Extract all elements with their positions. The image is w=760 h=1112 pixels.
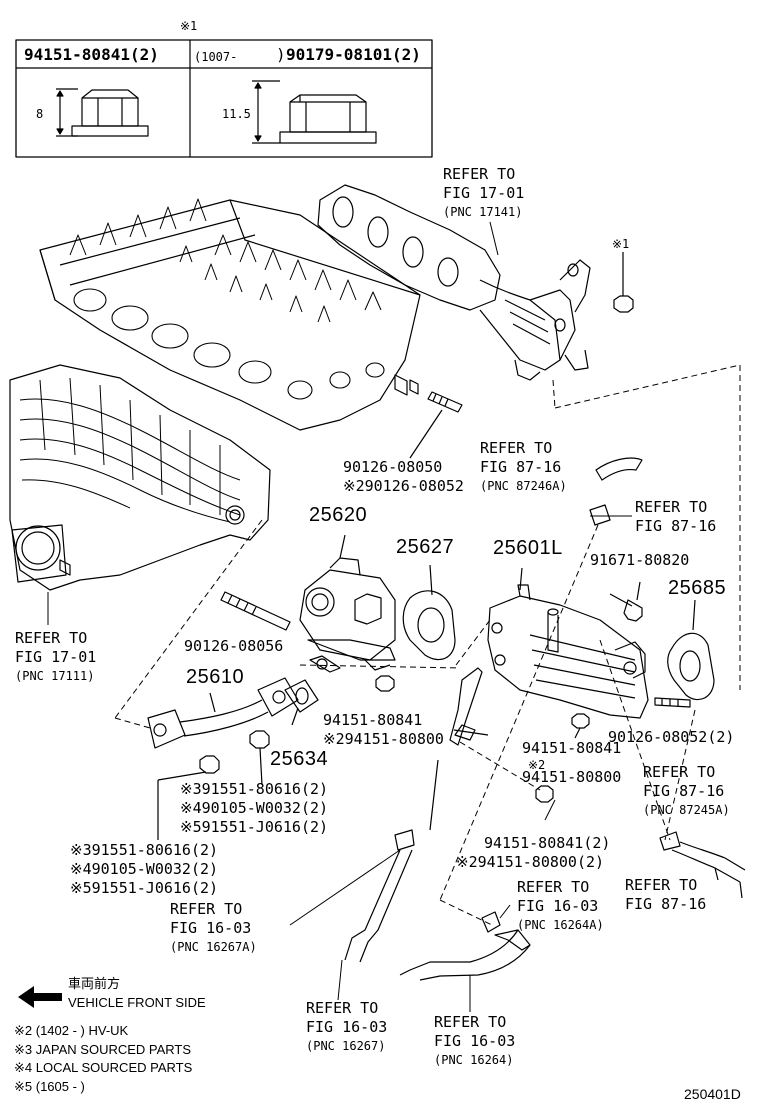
egr-valve — [299, 534, 396, 673]
part-94151-80800-b: 94151-80800 — [522, 768, 622, 786]
egr-cooler — [487, 567, 649, 719]
footnote-3: ※3 JAPAN SOURCED PARTS — [14, 1041, 192, 1057]
table-right-dim: 11.5 — [222, 107, 251, 121]
footnotes: ※2 (1402 - ) HV-UK ※3 JAPAN SOURCED PART… — [14, 1022, 192, 1096]
part-94151-note-b: ※2 — [528, 758, 546, 772]
part-25634: 25634 — [270, 748, 329, 770]
table-left-dim: 8 — [36, 107, 44, 121]
part-90126-08056: 90126-08056 — [184, 637, 284, 655]
stud-bolt-upper-icon — [409, 391, 463, 459]
table-left-part: 94151-80841(2) — [24, 45, 159, 64]
bolt-91671-icon — [609, 581, 643, 622]
nut-icons — [157, 675, 590, 840]
footnote-2: ※2 (1402 - ) HV-UK — [14, 1023, 129, 1038]
intake-manifold — [9, 364, 271, 591]
refer-fig-17-01-top: REFER TO FIG 17-01 (PNC 17141) — [443, 165, 525, 219]
part-94151-80841-a: 94151-80841 ※294151-80800 — [323, 711, 444, 748]
mark-1: ※1 — [612, 237, 630, 251]
gasket-25627 — [402, 564, 456, 661]
water-hoses — [344, 457, 746, 981]
refer-fig-87-16-c: REFER TO FIG 87-16 (PNC 87245A) — [643, 763, 730, 817]
flange-nut-right-icon — [252, 80, 377, 144]
part-25601L: 25601L — [493, 537, 563, 559]
part-91551-list-b: ※391551-80616(2) ※490105-W0032(2) ※59155… — [70, 841, 219, 897]
diagram-id: 250401D — [684, 1086, 741, 1102]
dashed-callouts — [114, 364, 741, 926]
exhaust-manifold — [317, 184, 591, 381]
fastener-table-frame — [15, 39, 433, 158]
part-94151-80841-c: 94151-80841(2) ※294151-80800(2) — [456, 834, 611, 871]
part-25610: 25610 — [186, 666, 245, 688]
refer-fig-87-16-a: REFER TO FIG 87-16 (PNC 87246A) — [480, 439, 567, 493]
footnote-4: ※4 LOCAL SOURCED PARTS — [14, 1060, 193, 1075]
table-right-part: 90179-08101(2) — [286, 45, 421, 64]
refer-fig-16-03-a: REFER TO FIG 16-03 (PNC 16267A) — [170, 900, 257, 954]
part-25685: 25685 — [668, 577, 727, 599]
vehicle-front-arrow-icon — [18, 986, 62, 1008]
part-25620: 25620 — [309, 504, 368, 526]
table-right-close: ) — [276, 45, 286, 64]
leader-lines — [47, 221, 632, 1012]
egr-pipe — [147, 677, 299, 749]
header-mark: ※1 — [180, 19, 198, 33]
flange-nut-left-icon — [56, 88, 149, 137]
refer-fig-16-03-c: REFER TO FIG 16-03 (PNC 16267) — [306, 999, 388, 1053]
part-91551-list-a: ※391551-80616(2) ※490105-W0032(2) ※59155… — [180, 780, 329, 836]
part-90126-08050: 90126-08050 ※290126-08052 — [343, 458, 464, 495]
vehicle-front-note: 車両前方 VEHICLE FRONT SIDE — [68, 976, 206, 1010]
refer-fig-87-16-d: REFER TO FIG 87-16 — [625, 876, 707, 913]
part-94151-80841-b: 94151-80841 — [522, 739, 622, 757]
stud-bolt-right-icon — [654, 697, 691, 708]
table-right-date: (1007- — [194, 50, 238, 64]
refer-fig-17-01-left: REFER TO FIG 17-01 (PNC 17111) — [15, 629, 97, 683]
part-91671-80820: 91671-80820 — [590, 551, 690, 569]
gasket-25685 — [667, 599, 715, 701]
refer-fig-16-03-d: REFER TO FIG 16-03 (PNC 16264) — [434, 1013, 516, 1067]
part-90126-08052-2: 90126-08052(2) — [608, 728, 735, 746]
flange-nut-small-icon — [613, 252, 634, 313]
stud-bolt-lower-icon — [220, 591, 291, 631]
cylinder-head — [39, 198, 421, 431]
part-25627: 25627 — [396, 536, 455, 558]
refer-fig-87-16-b: REFER TO FIG 87-16 — [635, 498, 717, 535]
gasket-25634 — [284, 679, 319, 726]
footnote-5: ※5 (1605 - ) — [14, 1078, 85, 1094]
refer-fig-16-03-b: REFER TO FIG 16-03 (PNC 16264A) — [517, 878, 604, 932]
